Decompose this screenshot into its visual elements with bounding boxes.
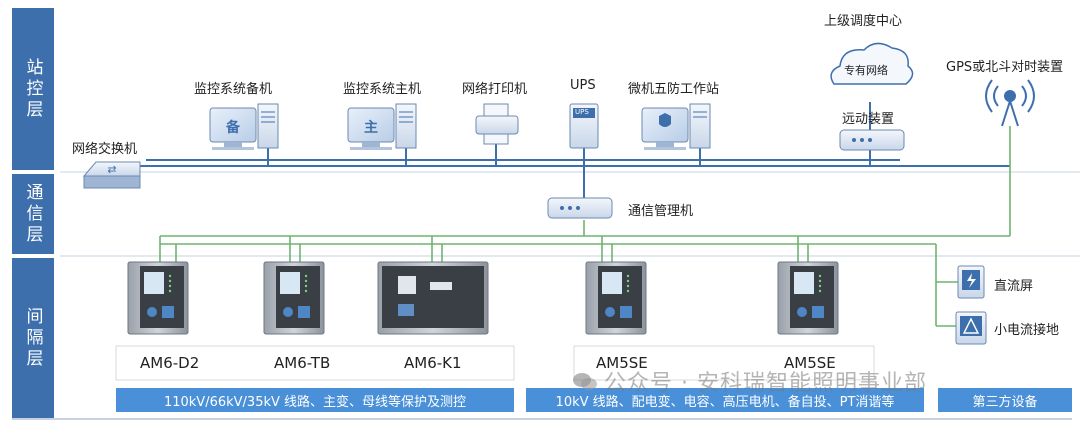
cloud-icon <box>830 42 914 85</box>
backup-screen-char: 备 <box>226 120 240 136</box>
relay-device <box>127 261 189 335</box>
main-host-device <box>347 103 417 150</box>
third-party-banner: 第三方设备 <box>938 388 1072 412</box>
backup-host-label: 监控系统备机 <box>194 82 273 97</box>
printer-label: 网络打印机 <box>462 82 528 97</box>
dc-screen-label: 直流屏 <box>994 279 1034 294</box>
svg-text:⇄: ⇄ <box>107 163 116 176</box>
ups-badge: UPS <box>575 108 589 116</box>
relay-label: AM6-TB <box>274 354 331 372</box>
dispatch-center-label: 上级调度中心 <box>824 14 903 29</box>
five-prevention-device <box>641 103 711 150</box>
small-current-label: 小电流接地 <box>994 323 1060 338</box>
layer-bay: 间隔层 <box>12 258 54 418</box>
lv-banner: 10kV 线路、配电变、电容、高压电机、备自投、PT消谐等 <box>526 388 924 412</box>
relay-group <box>127 261 839 335</box>
comm-manager-label: 通信管理机 <box>628 204 694 219</box>
relay-device <box>777 261 839 335</box>
relay-label-strip <box>115 345 515 381</box>
printer-device <box>475 103 519 145</box>
gps-label: GPS或北斗对时装置 <box>946 60 1064 75</box>
main-screen-char: 主 <box>364 120 378 136</box>
ups-label: UPS <box>570 78 596 93</box>
relay-device <box>585 261 647 335</box>
relay-label: AM6-K1 <box>404 354 462 372</box>
dc-screen-device <box>957 265 985 299</box>
remote-device-label: 远动装置 <box>842 112 895 127</box>
field-bus <box>159 126 1011 327</box>
shield-icon <box>659 113 671 127</box>
main-host-label: 监控系统主机 <box>343 82 422 97</box>
lightning-icon <box>967 273 976 288</box>
layer-comm: 通信层 <box>12 174 54 254</box>
relay-device <box>263 261 325 335</box>
small-current-device <box>955 311 987 345</box>
hv-banner: 110kV/66kV/35kV 线路、主变、母线等保护及测控 <box>116 388 514 412</box>
antenna-icon <box>985 79 1035 127</box>
relay-label: AM5SE <box>784 354 836 372</box>
relay-label: AM6-D2 <box>140 354 200 372</box>
station-bus <box>112 102 1010 198</box>
relay-device <box>377 261 489 335</box>
relay-label-strip <box>573 345 875 381</box>
bottom-rule <box>12 418 1072 420</box>
private-network-label: 专有网络 <box>844 64 888 77</box>
wechat-icon <box>573 373 597 390</box>
switch-label: 网络交换机 <box>72 142 138 157</box>
remote-device <box>839 129 905 151</box>
comm-manager-device <box>547 197 613 219</box>
watermark: 公众号 · 安科瑞智能照明事业部 <box>572 365 927 397</box>
layer-station: 站控层 <box>12 8 54 170</box>
watermark-text: 公众号 · 安科瑞智能照明事业部 <box>604 371 927 396</box>
backup-host-device <box>209 103 279 150</box>
network-switch-device: ⇄ <box>82 161 141 189</box>
five-prevention-label: 微机五防工作站 <box>628 82 720 97</box>
relay-label: AM5SE <box>596 354 648 372</box>
warning-icon <box>962 317 980 334</box>
ups-device <box>569 103 599 149</box>
